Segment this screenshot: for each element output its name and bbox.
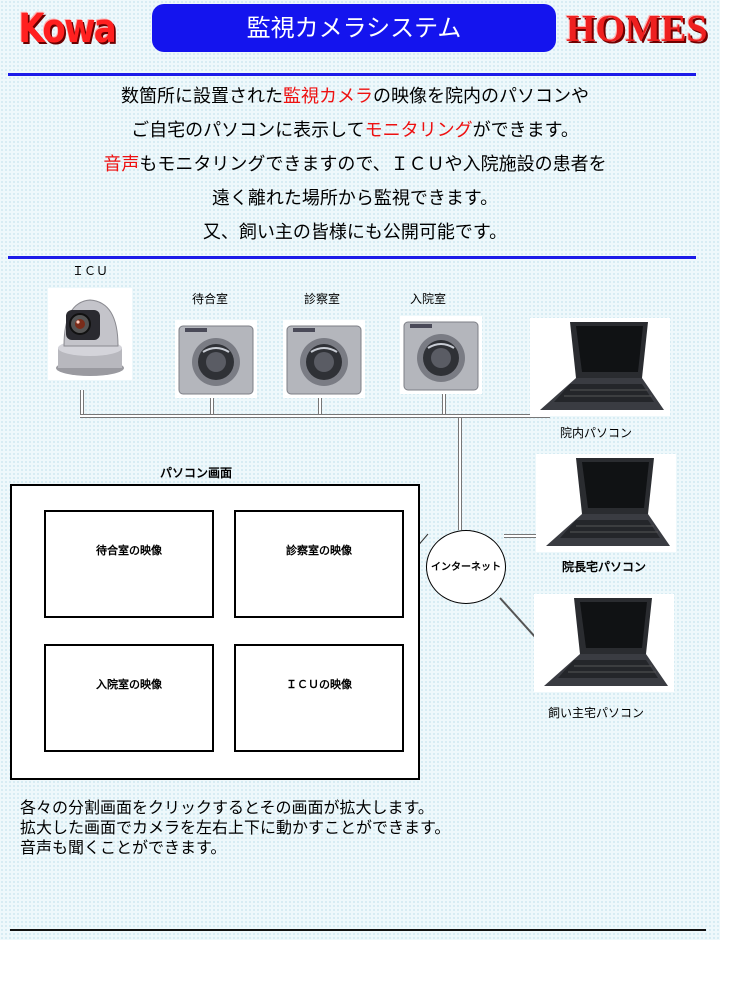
cable-line [458,418,462,530]
intro-text: 数箇所に設置された監視カメラの映像を院内のパソコンや ご自宅のパソコンに表示して… [10,80,700,250]
cable-line [80,390,84,418]
cable-line [504,534,540,538]
pane-label: 待合室の映像 [96,544,162,557]
homes-logo[interactable]: HOMES [566,8,708,50]
pc-label-owner: 飼い主宅パソコン [548,706,645,720]
network-camera-icon[interactable] [175,320,257,398]
laptop-icon[interactable] [530,318,670,416]
kowa-logo[interactable]: Kowa [18,6,116,52]
network-camera-icon[interactable] [400,316,482,394]
camera-label-exam: 診察室 [303,292,340,306]
video-pane-waiting[interactable]: 待合室の映像 [44,510,214,618]
footer-text: 各々の分割画面をクリックするとその画面が拡大します。 拡大した画面でカメラを左右… [20,798,450,858]
intro-line-5: 又、飼い主の皆様にも公開可能です。 [10,216,700,250]
intro-highlight: 監視カメラ [283,86,373,107]
intro-line-3: 音声もモニタリングできますので、ＩＣＵや入院施設の患者を [10,148,700,182]
laptop-icon[interactable] [536,454,676,552]
cable-line [318,398,322,418]
pane-label: 診察室の映像 [286,544,352,557]
intro-text-span: 遠く離れた場所から監視できます。 [211,188,499,209]
video-pane-icu[interactable]: ＩＣＵの映像 [234,644,404,752]
intro-line-4: 遠く離れた場所から監視できます。 [10,182,700,216]
network-camera-icon[interactable] [283,320,365,398]
cable-line [442,394,446,418]
camera-label-icu: ＩＣＵ [71,264,108,278]
intro-line-2: ご自宅のパソコンに表示してモニタリングができます。 [10,114,700,148]
pane-label: 入院室の映像 [96,678,162,691]
intro-text-span: 数箇所に設置された [121,86,283,107]
screen-title: パソコン画面 [160,466,233,480]
intro-text-span: もモニタリングできますので、ＩＣＵや入院施設の患者を [139,154,607,175]
pc-label-clinic: 院内パソコン [560,426,633,440]
cable-line [80,414,550,418]
cable-line [210,398,214,418]
internet-label: インターネット [431,562,501,573]
intro-line-1: 数箇所に設置された監視カメラの映像を院内のパソコンや [10,80,700,114]
intro-highlight: 音声 [103,154,140,175]
intro-highlight: モニタリング [364,120,473,141]
page-title: 監視カメラシステム [152,4,556,52]
pc-label-director: 院長宅パソコン [562,560,647,574]
intro-text-span: の映像を院内のパソコンや [373,86,589,107]
footer-line: 各々の分割画面をクリックするとその画面が拡大します。 [20,798,434,817]
footer-line: 拡大した画面でカメラを左右上下に動かすことができます。 [20,818,451,837]
divider-middle [8,256,696,259]
video-pane-exam[interactable]: 診察室の映像 [234,510,404,618]
footer-line: 音声も聞くことができます。 [20,838,227,857]
intro-text-span: ご自宅のパソコンに表示して [131,120,365,141]
video-pane-ward[interactable]: 入院室の映像 [44,644,214,752]
laptop-icon[interactable] [534,594,674,692]
divider-top [8,73,696,76]
internet-cloud: インターネット [426,530,506,604]
ptz-camera-icon[interactable] [48,288,132,380]
intro-text-span: 又、飼い主の皆様にも公開可能です。 [202,222,508,243]
camera-label-waiting: 待合室 [191,292,228,306]
intro-text-span: ができます。 [472,120,579,141]
pane-label: ＩＣＵの映像 [286,678,352,691]
divider-bottom [10,929,706,931]
camera-label-ward: 入院室 [409,292,446,306]
